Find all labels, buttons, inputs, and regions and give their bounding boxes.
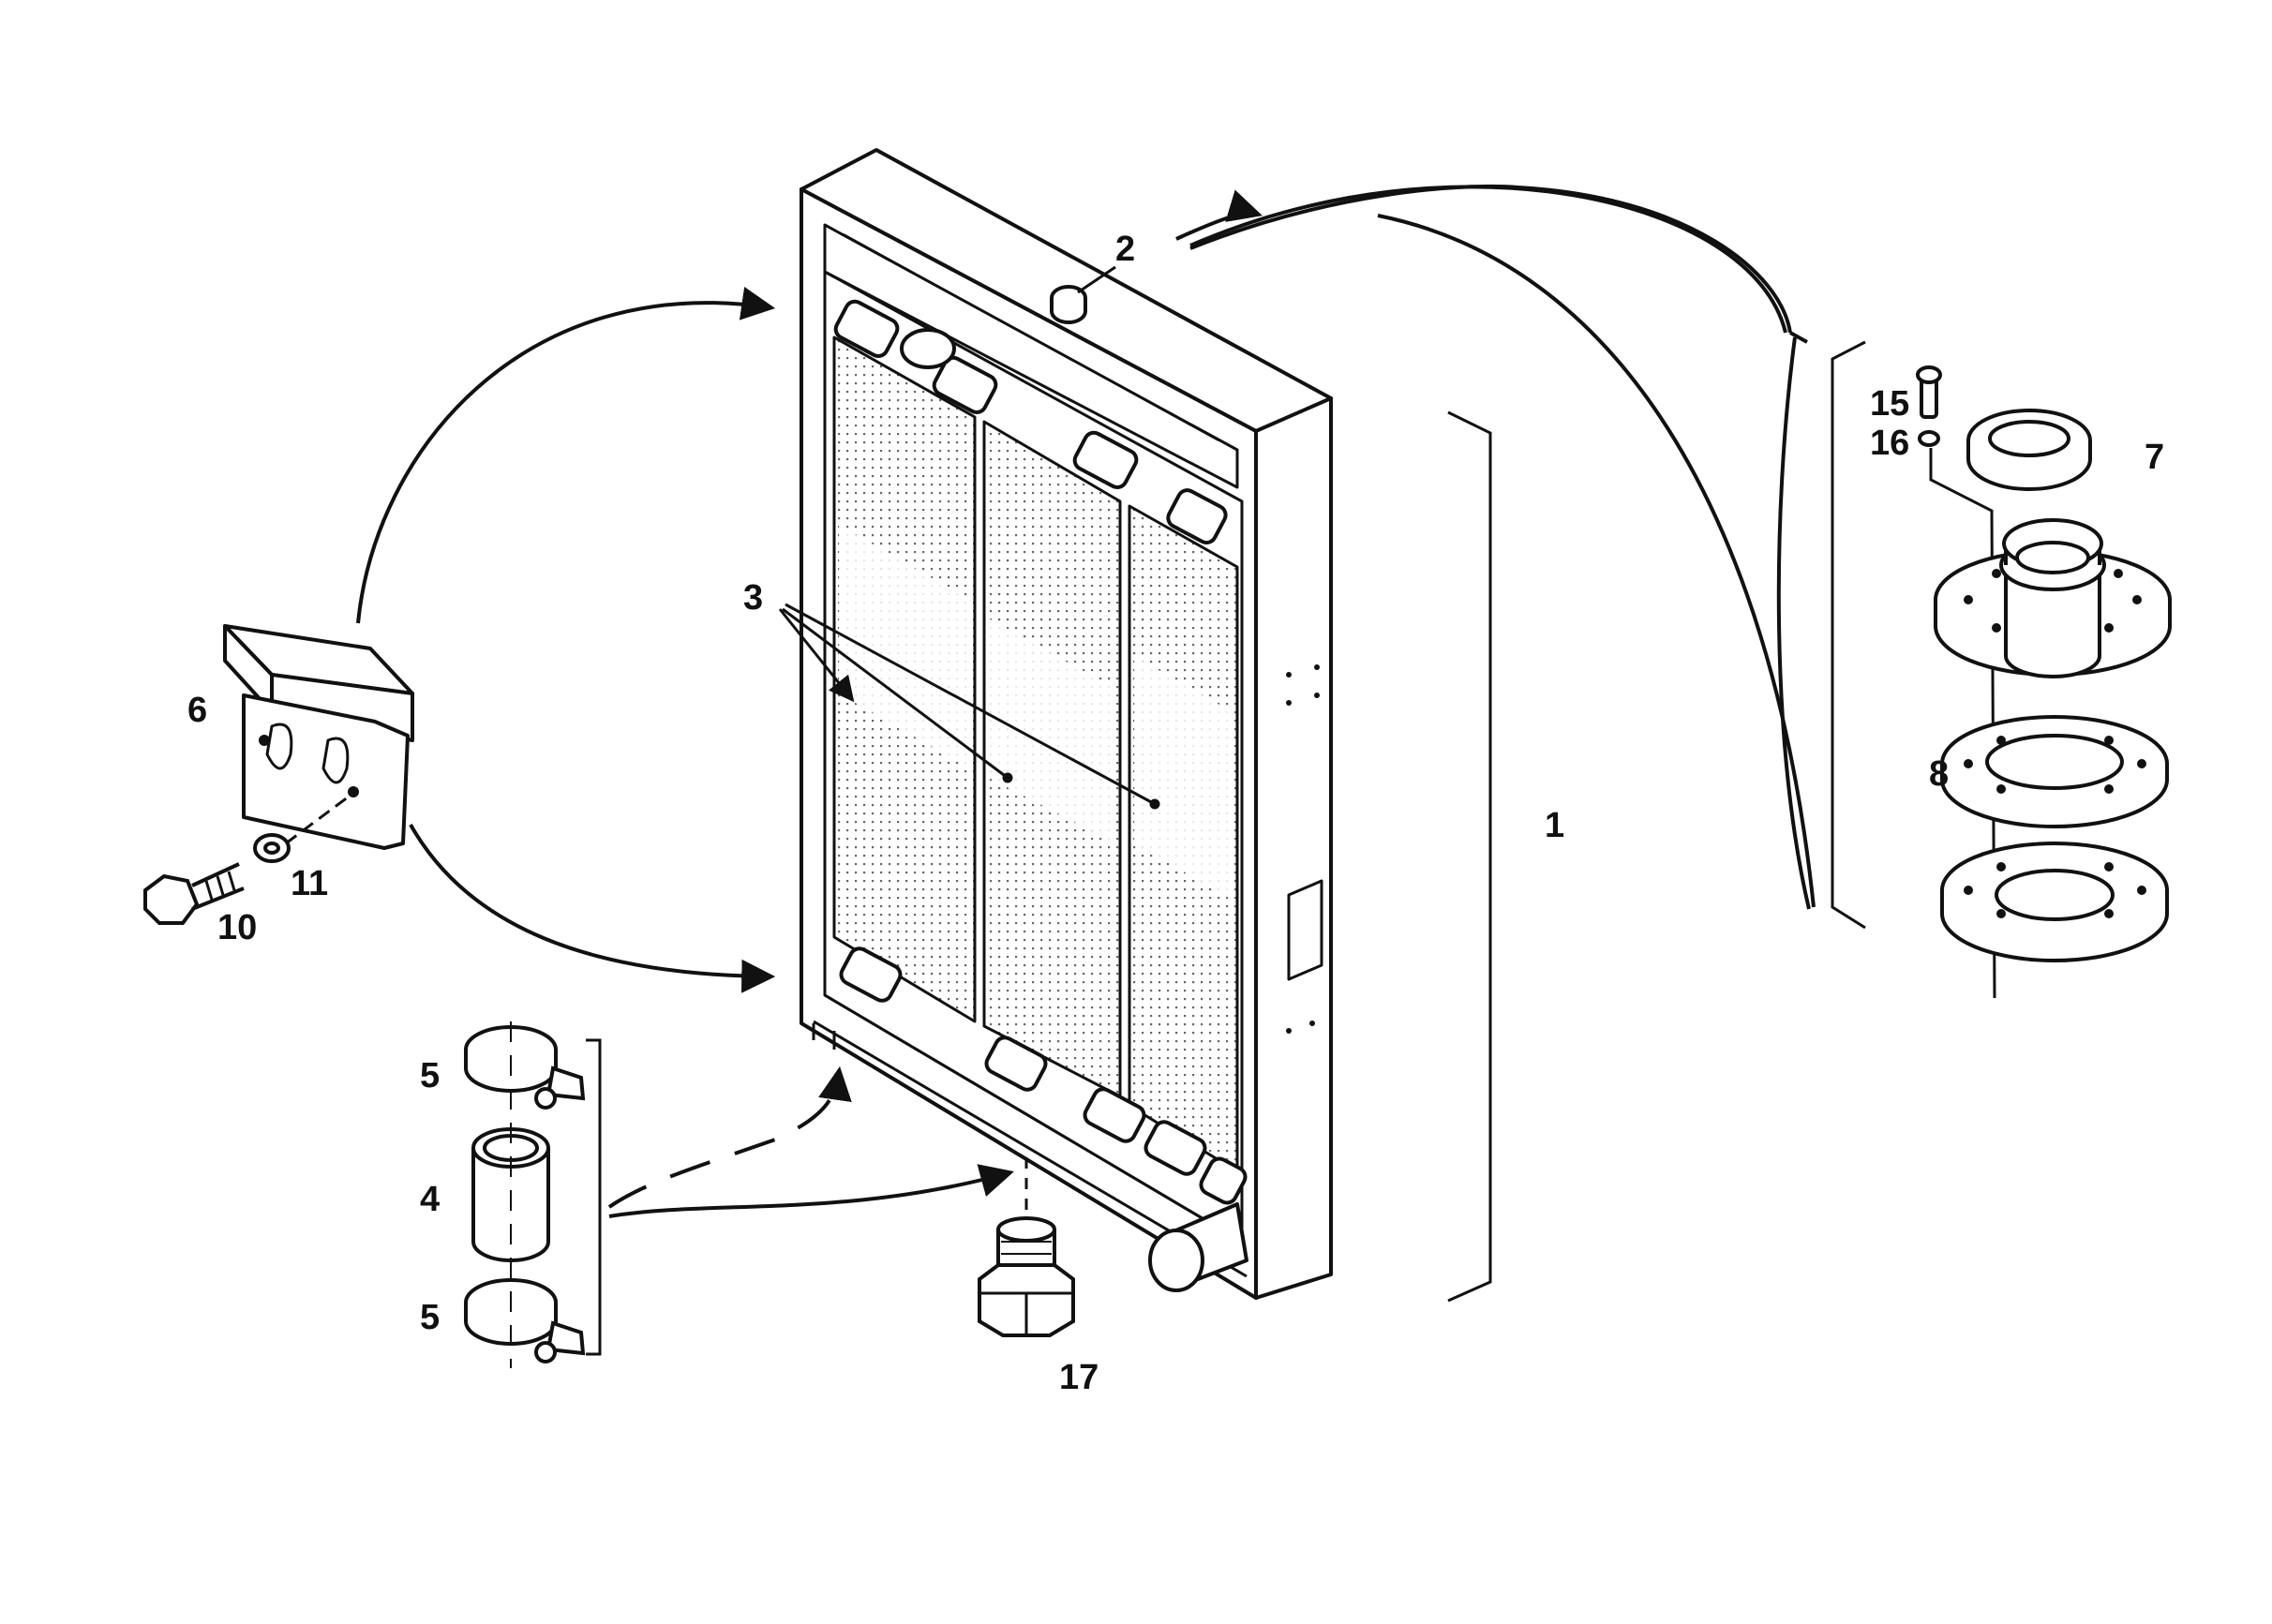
callout-6: 6	[187, 691, 207, 730]
callout-7: 7	[2145, 438, 2164, 477]
filler-assembly	[1831, 340, 2172, 999]
callout-17: 17	[1059, 1358, 1099, 1397]
callout-labels: 1 2 3 4 5 5 6 7 8 10 11 15 16 17	[187, 230, 2164, 1397]
leader-lines-3	[778, 603, 1160, 810]
callout-4: 4	[420, 1180, 440, 1219]
hose-kit	[464, 1021, 602, 1368]
callout-5-bottom: 5	[420, 1298, 440, 1337]
hex-bolt-head	[143, 873, 200, 925]
radiator-assembly	[800, 148, 1333, 1300]
callout-16: 16	[1870, 424, 1909, 463]
bolt-assembly	[143, 795, 350, 925]
bracket-item-1	[1447, 410, 1492, 1303]
drain-plug	[978, 1157, 1075, 1337]
callout-11: 11	[291, 864, 328, 903]
washer-16	[1918, 430, 1940, 447]
callout-8: 8	[1929, 754, 1949, 794]
callout-15: 15	[1870, 384, 1909, 424]
callout-2: 2	[1115, 230, 1135, 269]
callout-leaders	[1077, 265, 1116, 294]
callout-5-top: 5	[420, 1056, 440, 1095]
callout-3: 3	[743, 578, 763, 618]
mounting-bracket	[223, 624, 414, 850]
callout-10: 10	[217, 908, 257, 947]
callout-1: 1	[1545, 806, 1564, 845]
assembly-arrows	[356, 184, 1816, 1218]
